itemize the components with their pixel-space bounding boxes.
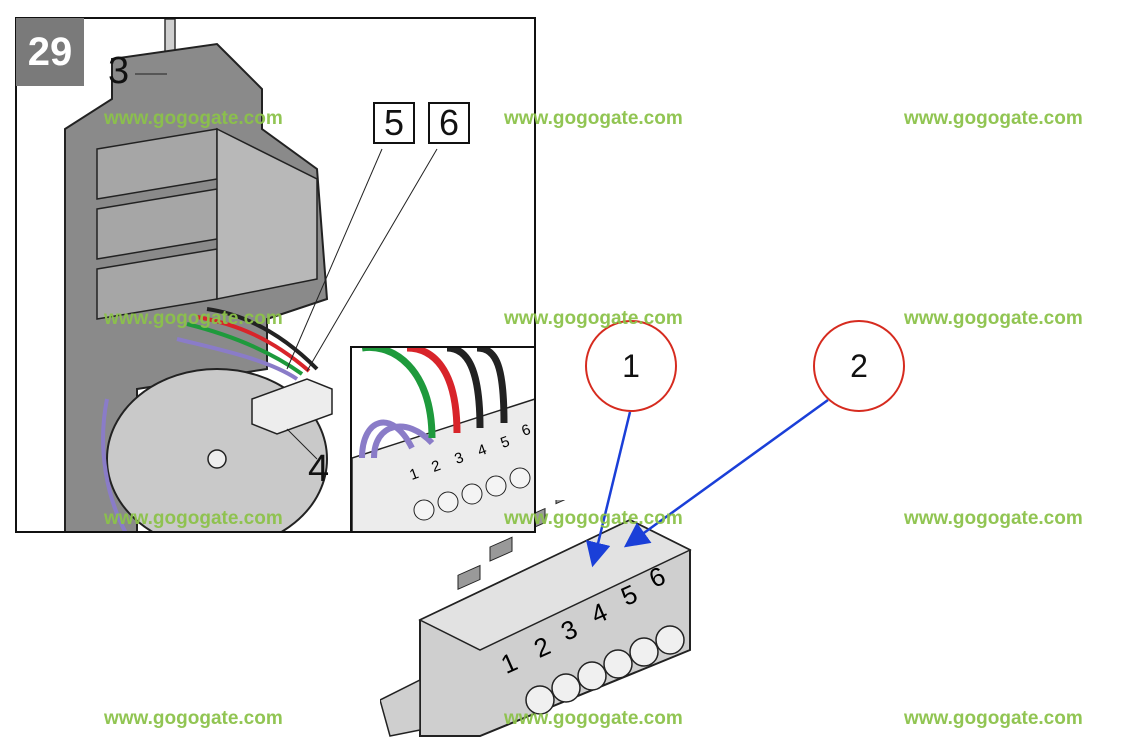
- watermark: www.gogogate.com: [104, 708, 283, 729]
- callout-6-box: 6: [428, 102, 470, 144]
- terminal-detail-inset: 1 2 3 4 5 6: [350, 346, 536, 533]
- watermark: www.gogogate.com: [104, 508, 283, 529]
- watermark: www.gogogate.com: [904, 308, 1083, 329]
- callout-3: 3: [108, 50, 130, 92]
- terminal-detail-drawing: [352, 348, 534, 531]
- terminal-block-drawing: [380, 500, 692, 737]
- watermark: www.gogogate.com: [104, 308, 283, 329]
- callout-circle-1: 1: [585, 320, 677, 412]
- watermark: www.gogogate.com: [504, 308, 683, 329]
- watermark: www.gogogate.com: [904, 708, 1083, 729]
- watermark: www.gogogate.com: [504, 508, 683, 529]
- watermark: www.gogogate.com: [504, 708, 683, 729]
- watermark: www.gogogate.com: [904, 108, 1083, 129]
- callout-circle-2: 2: [813, 320, 905, 412]
- watermark: www.gogogate.com: [904, 508, 1083, 529]
- watermark: www.gogogate.com: [104, 108, 283, 129]
- mounting-bracket-drawing: [64, 19, 438, 531]
- callout-4: 4: [308, 448, 330, 490]
- watermark: www.gogogate.com: [504, 108, 683, 129]
- figure-number-badge: 29: [16, 18, 84, 86]
- callout-5-box: 5: [373, 102, 415, 144]
